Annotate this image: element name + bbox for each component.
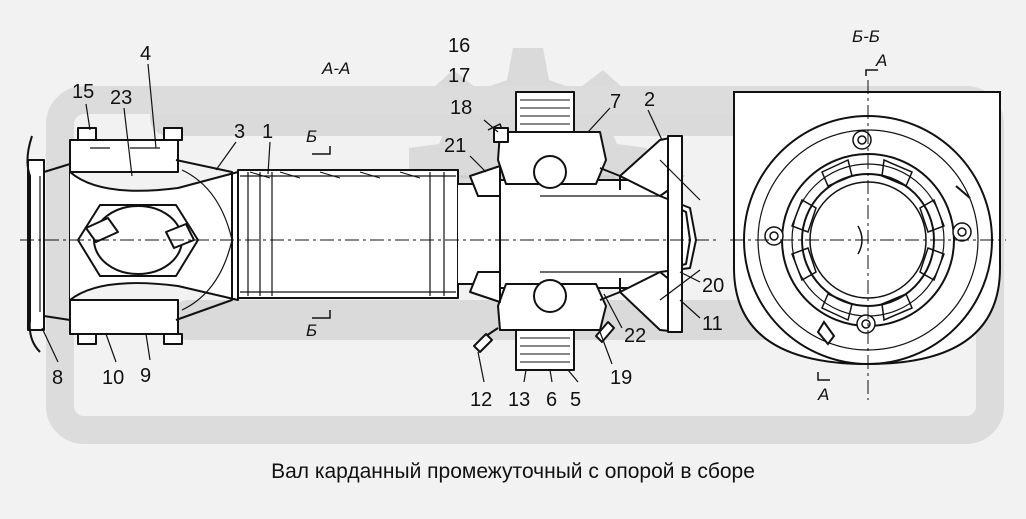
- section-a-marker-top: А: [875, 51, 887, 70]
- part-number-3: 3: [234, 121, 245, 143]
- part-number-13: 13: [508, 389, 530, 411]
- universal-joint: [69, 127, 239, 345]
- figure-caption: Вал карданный промежуточный с опорой в с…: [271, 460, 755, 483]
- part-number-19: 19: [610, 367, 632, 389]
- part-number-8: 8: [52, 367, 63, 389]
- part-number-21: 21: [444, 135, 466, 157]
- leader-lines: [41, 63, 701, 383]
- cushion-windows: [791, 158, 945, 322]
- part-number-7: 7: [610, 91, 621, 113]
- shaft-assembly: [20, 91, 720, 371]
- part-number-5: 5: [570, 389, 581, 411]
- part-number-15: 15: [72, 81, 94, 103]
- part-number-2: 2: [644, 89, 655, 111]
- section-markers-aa: [312, 69, 878, 381]
- part-number-1: 1: [262, 121, 273, 143]
- part-number-11: 11: [702, 313, 723, 335]
- intermediate-support: [469, 91, 621, 371]
- grease-nipple-bb: [816, 320, 836, 346]
- part-number-12: 12: [470, 389, 492, 411]
- companion-flange: [619, 135, 701, 333]
- shaft-tube: [237, 169, 459, 299]
- section-aa-title: А-А: [321, 59, 350, 78]
- section-b-marker-bottom: Б: [306, 321, 317, 340]
- part-number-18: 18: [450, 97, 472, 119]
- section-b-marker-top: Б: [306, 127, 317, 146]
- section-bb-title: Б-Б: [852, 27, 880, 46]
- part-number-9: 9: [140, 365, 151, 387]
- part-number-10: 10: [102, 367, 124, 389]
- section-a-marker-bottom: А: [817, 385, 829, 404]
- part-number-6: 6: [546, 389, 557, 411]
- spline-shaft: [458, 179, 697, 289]
- section-bb-view: [730, 80, 1006, 400]
- part-number-22: 22: [624, 325, 646, 347]
- part-number-4: 4: [140, 43, 151, 65]
- part-number-20: 20: [702, 275, 724, 297]
- part-number-16: 16: [448, 35, 470, 57]
- part-number-23: 23: [110, 87, 132, 109]
- part-number-17: 17: [448, 65, 470, 87]
- part-number-labels: 15 23 4 3 1 16 17 18 21 7 2 20 11 22 19 …: [52, 35, 724, 411]
- support-bolts: [764, 130, 972, 334]
